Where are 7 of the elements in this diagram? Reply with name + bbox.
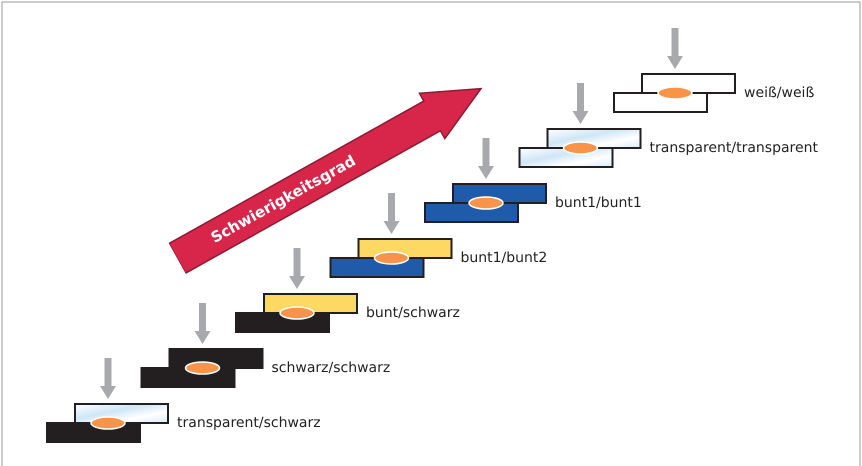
step-label: schwarz/schwarz bbox=[272, 360, 390, 376]
step-label: bunt1/bunt1 bbox=[555, 195, 642, 211]
step-label: bunt1/bunt2 bbox=[460, 250, 548, 266]
step-label: weiß/weiß bbox=[744, 85, 814, 101]
step-label: transparent/schwarz bbox=[177, 415, 321, 431]
step-label: transparent/transparent bbox=[650, 140, 818, 156]
step-label: bunt/schwarz bbox=[366, 305, 460, 321]
